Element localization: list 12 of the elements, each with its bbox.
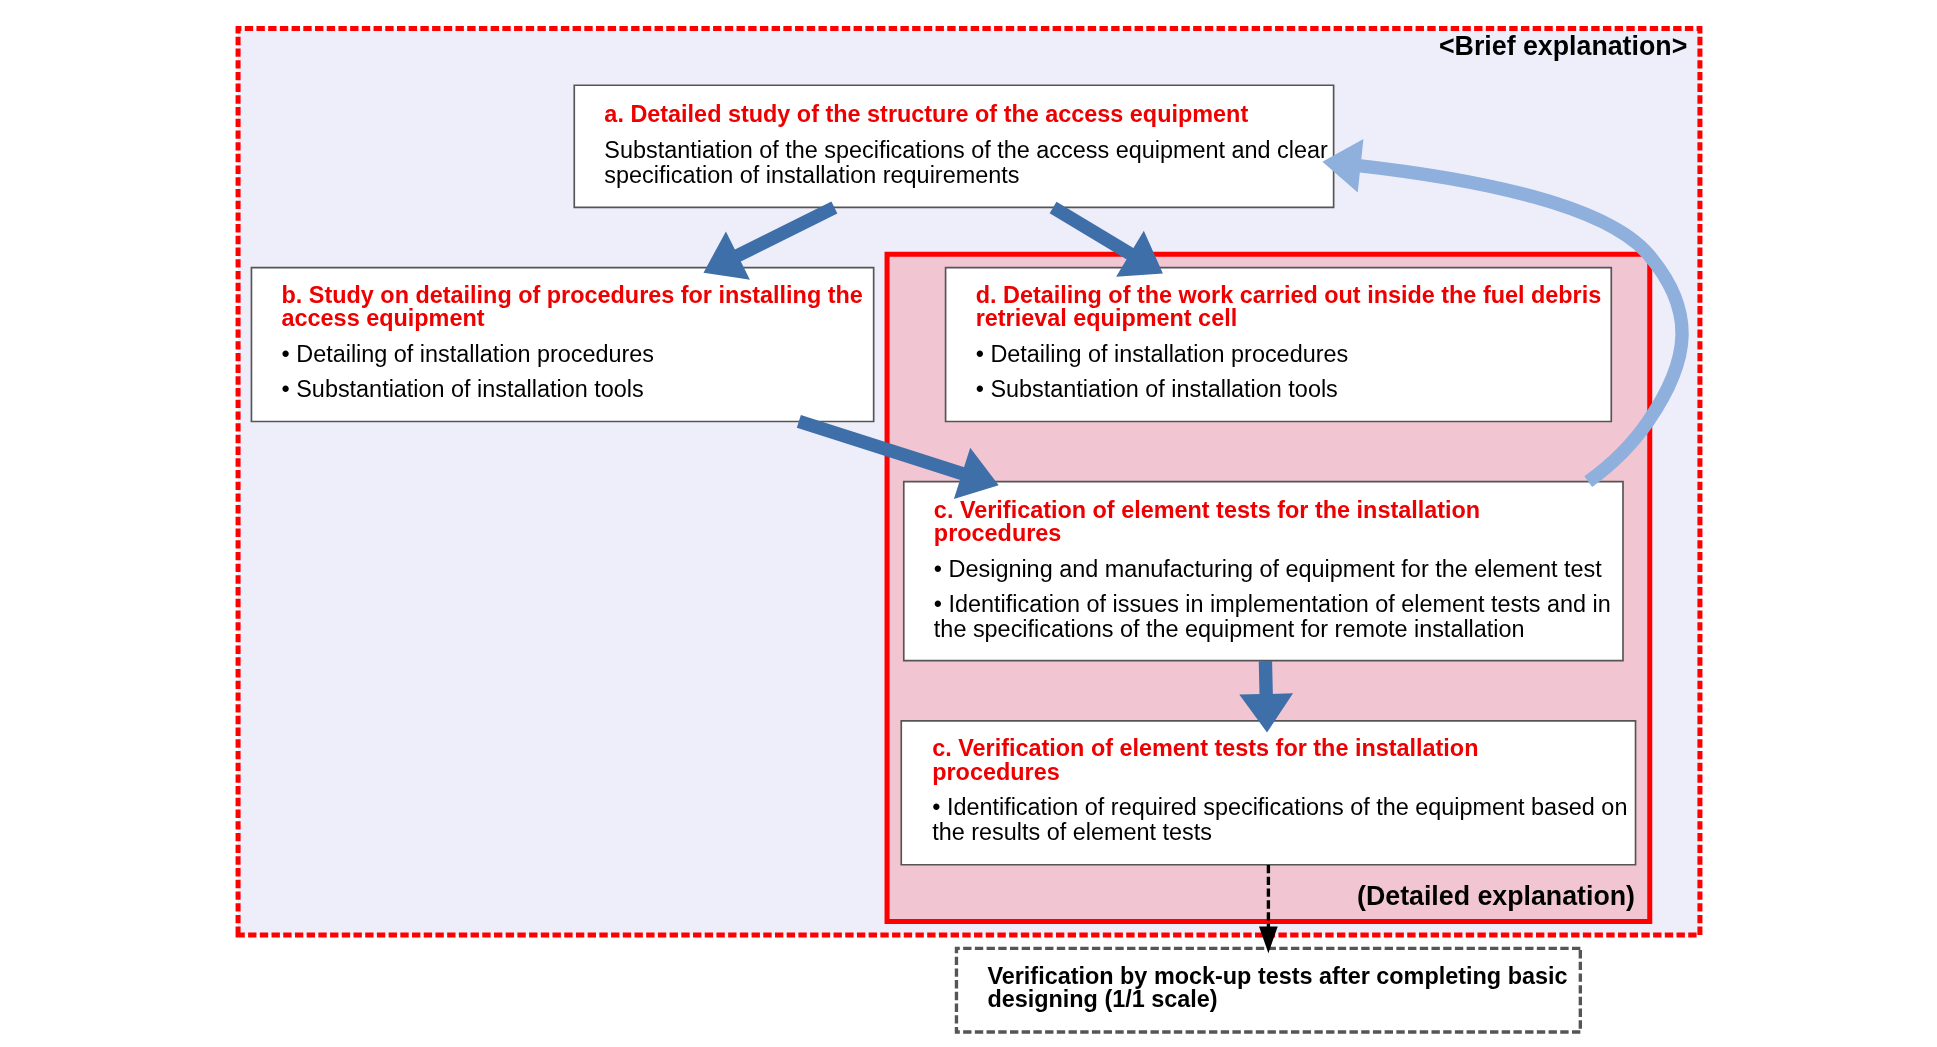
node-box: a. Detailed study of the structure of the access equipment Substantiation of the specifications of the access equipment and clear specification of installation requirements: [572, 84, 1334, 209]
arrow: [703, 201, 837, 280]
node-box: c. Verification of element tests for the installation procedures • Identification of required specifications of the equipment based on the results of element tests: [899, 720, 1636, 866]
node-box: b. Study on detailing of procedures for installing the access equipment • Detailing of installation procedures • Substantiation of installation tools: [250, 266, 874, 423]
node-box: d. Detailing of the work carried out inside the fuel debris retrieval equipment cell • Detailing of installation procedures • Substantiation of installation tools: [944, 266, 1612, 423]
arrow: [1258, 865, 1278, 954]
node-box: Verification by mock-up tests after completing basic designing (1/1 scale): [954, 946, 1582, 1034]
arrow: [796, 415, 999, 500]
arrow: [1321, 138, 1689, 487]
arrow: [1049, 201, 1163, 277]
arrow: [1238, 660, 1293, 733]
node-box: c. Verification of element tests for the installation procedures • Designing and manufacturing of equipment for the element test • Identification of issues in implementation of element tests and in the specifications of the equipment for remote installation: [902, 480, 1624, 662]
